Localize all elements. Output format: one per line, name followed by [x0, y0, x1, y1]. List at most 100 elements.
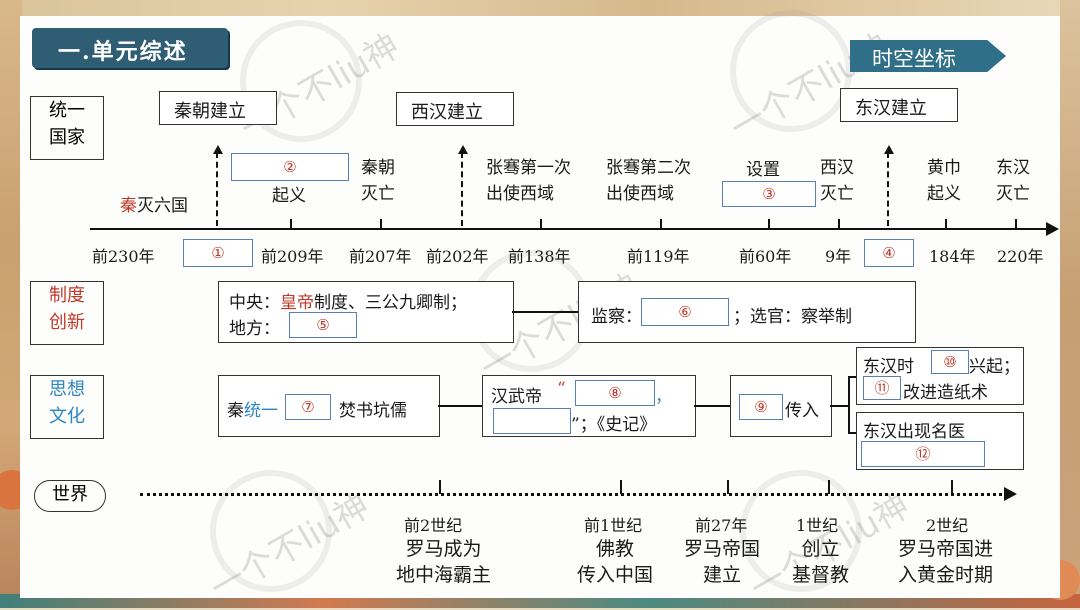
dashed-arrow-eastern-han: [887, 152, 889, 226]
world-date: 前2世纪: [404, 516, 463, 535]
year-label: 前119年: [627, 247, 690, 266]
timeline-badge: 时空坐标: [850, 40, 1006, 72]
blank-8[interactable]: ⑧: [575, 380, 655, 406]
world-event: 罗马帝国进 入黄金时期: [898, 538, 994, 586]
watermark-seal: [730, 10, 852, 132]
world-dotted-axis: [140, 493, 1008, 496]
world-date: 前1世纪: [584, 516, 643, 535]
official-text: ；选官：察举制: [733, 307, 852, 327]
connector-bracket: [848, 376, 850, 434]
event-label: 秦朝建立: [174, 101, 246, 122]
event-western-han-fall: 西汉 灭亡: [820, 158, 854, 204]
label-world: 世界: [34, 480, 106, 512]
world-tick: [951, 480, 953, 494]
thought-eastern-han-box: 东汉时 ⑩ 兴起； ⑪ 改进造纸术: [856, 347, 1024, 405]
system-supervise-box: 监察： ⑥ ；选官：察举制: [578, 281, 916, 343]
year-label: 前138年: [508, 247, 571, 266]
blank-10[interactable]: ⑩: [931, 350, 969, 374]
year-label: 184年: [929, 247, 976, 266]
blank-6[interactable]: ⑥: [641, 298, 729, 326]
decorative-border-right: [1060, 0, 1080, 608]
connector-line: [438, 405, 482, 407]
event-uprising-suffix: 起义: [272, 186, 306, 206]
connector-line: [848, 432, 856, 434]
event-yellow-turban: 黄巾 起义: [927, 158, 961, 204]
blank-3[interactable]: ③: [722, 181, 816, 207]
blank-1[interactable]: ①: [183, 239, 253, 267]
blank-7[interactable]: ⑦: [285, 394, 331, 420]
year-label: 220年: [997, 247, 1044, 266]
timeline-tick: [1015, 219, 1017, 229]
event-eastern-han-fall: 东汉 灭亡: [996, 158, 1030, 204]
blank-11[interactable]: ⑪: [863, 376, 901, 400]
watermark-seal: [240, 20, 362, 142]
timeline-arrow-head: [1046, 222, 1059, 236]
open-quote: “: [557, 379, 566, 399]
timeline-tick: [945, 219, 947, 229]
thought-doctor-box: 东汉出现名医 ⑫: [856, 412, 1024, 470]
world-event: 罗马成为 地中海霸主: [396, 538, 492, 586]
event-annex-six-states: 秦灭六国: [120, 191, 188, 216]
timeline-tick: [838, 219, 840, 229]
year-label: 前209年: [261, 247, 324, 266]
year-label: 前207年: [349, 247, 412, 266]
timeline-tick: [768, 219, 770, 229]
close-quote-text: ”；《史记》: [571, 415, 657, 435]
qin-thought-text: 秦统一、焚书坑儒: [227, 401, 407, 421]
local-text: 地方：: [229, 319, 280, 339]
event-annex-accent: 秦: [120, 196, 137, 216]
connector-line: [694, 405, 730, 407]
timeline-axis: [90, 228, 1050, 230]
world-arrow-head: [1004, 487, 1017, 501]
year-label: 前230年: [92, 247, 155, 266]
paper-text: 改进造纸术: [903, 383, 988, 403]
world-tick: [828, 480, 830, 494]
dashed-arrow-western-han: [461, 152, 463, 226]
eh-rise-text: 兴起；: [969, 357, 1020, 377]
supervise-text: 监察：: [591, 307, 642, 327]
thought-han-wudi-box: 汉武帝 “ ⑧ ， ”；《史记》: [482, 375, 696, 437]
world-tick: [727, 480, 729, 494]
blank-8-continued[interactable]: [493, 408, 571, 434]
decorative-border-left: [0, 0, 22, 608]
world-date: 前27年: [695, 516, 748, 535]
timeline-badge-label: 时空坐标: [872, 47, 956, 71]
world-date: 1世纪: [796, 516, 839, 535]
dashed-arrow-qin: [216, 152, 218, 226]
event-label: 西汉建立: [411, 102, 483, 123]
watermark-seal: [740, 470, 862, 592]
system-central-local-box: 中央：皇帝制度、三公九卿制； 地方： ⑤: [218, 281, 514, 343]
central-text: 中央：皇帝制度、三公九卿制；: [229, 293, 467, 313]
world-tick: [439, 480, 441, 494]
label-system-innovation: 制度 创新: [30, 281, 104, 345]
world-event: 创立 基督教: [792, 538, 850, 586]
blank-2[interactable]: ②: [231, 153, 349, 181]
event-annex-rest: 灭六国: [137, 196, 188, 216]
world-tick: [620, 480, 622, 494]
blank-4[interactable]: ④: [864, 239, 914, 267]
event-qin-founded: 秦朝建立: [159, 91, 277, 125]
event-zhangqian-first: 张骞第一次 出使西域: [486, 158, 571, 204]
year-label: 前202年: [426, 247, 489, 266]
watermark-seal: [210, 470, 332, 592]
blank-9[interactable]: ⑨: [739, 394, 783, 420]
arrow-head: [884, 145, 894, 154]
arrow-head: [213, 145, 223, 154]
section-title: 一.单元综述: [58, 39, 188, 65]
timeline-tick: [540, 219, 542, 229]
world-event: 罗马帝国 建立: [684, 538, 761, 586]
doctor-text: 东汉出现名医: [863, 422, 965, 442]
connector-line: [848, 376, 856, 378]
event-western-han-founded: 西汉建立: [396, 92, 514, 126]
world-event: 佛教 传入中国: [577, 538, 654, 586]
blank-12[interactable]: ⑫: [861, 441, 985, 467]
thought-qin-box: 秦统一、焚书坑儒 ⑦: [218, 375, 440, 437]
event-label: 东汉建立: [855, 98, 927, 119]
event-qin-fall: 秦朝 灭亡: [361, 158, 395, 204]
event-eastern-han-founded: 东汉建立: [840, 88, 958, 122]
blank-5[interactable]: ⑤: [289, 312, 357, 338]
comma: ，: [655, 387, 672, 407]
han-wudi-text: 汉武帝: [491, 387, 542, 407]
arrow-head: [458, 145, 468, 154]
timeline-tick: [660, 219, 662, 229]
